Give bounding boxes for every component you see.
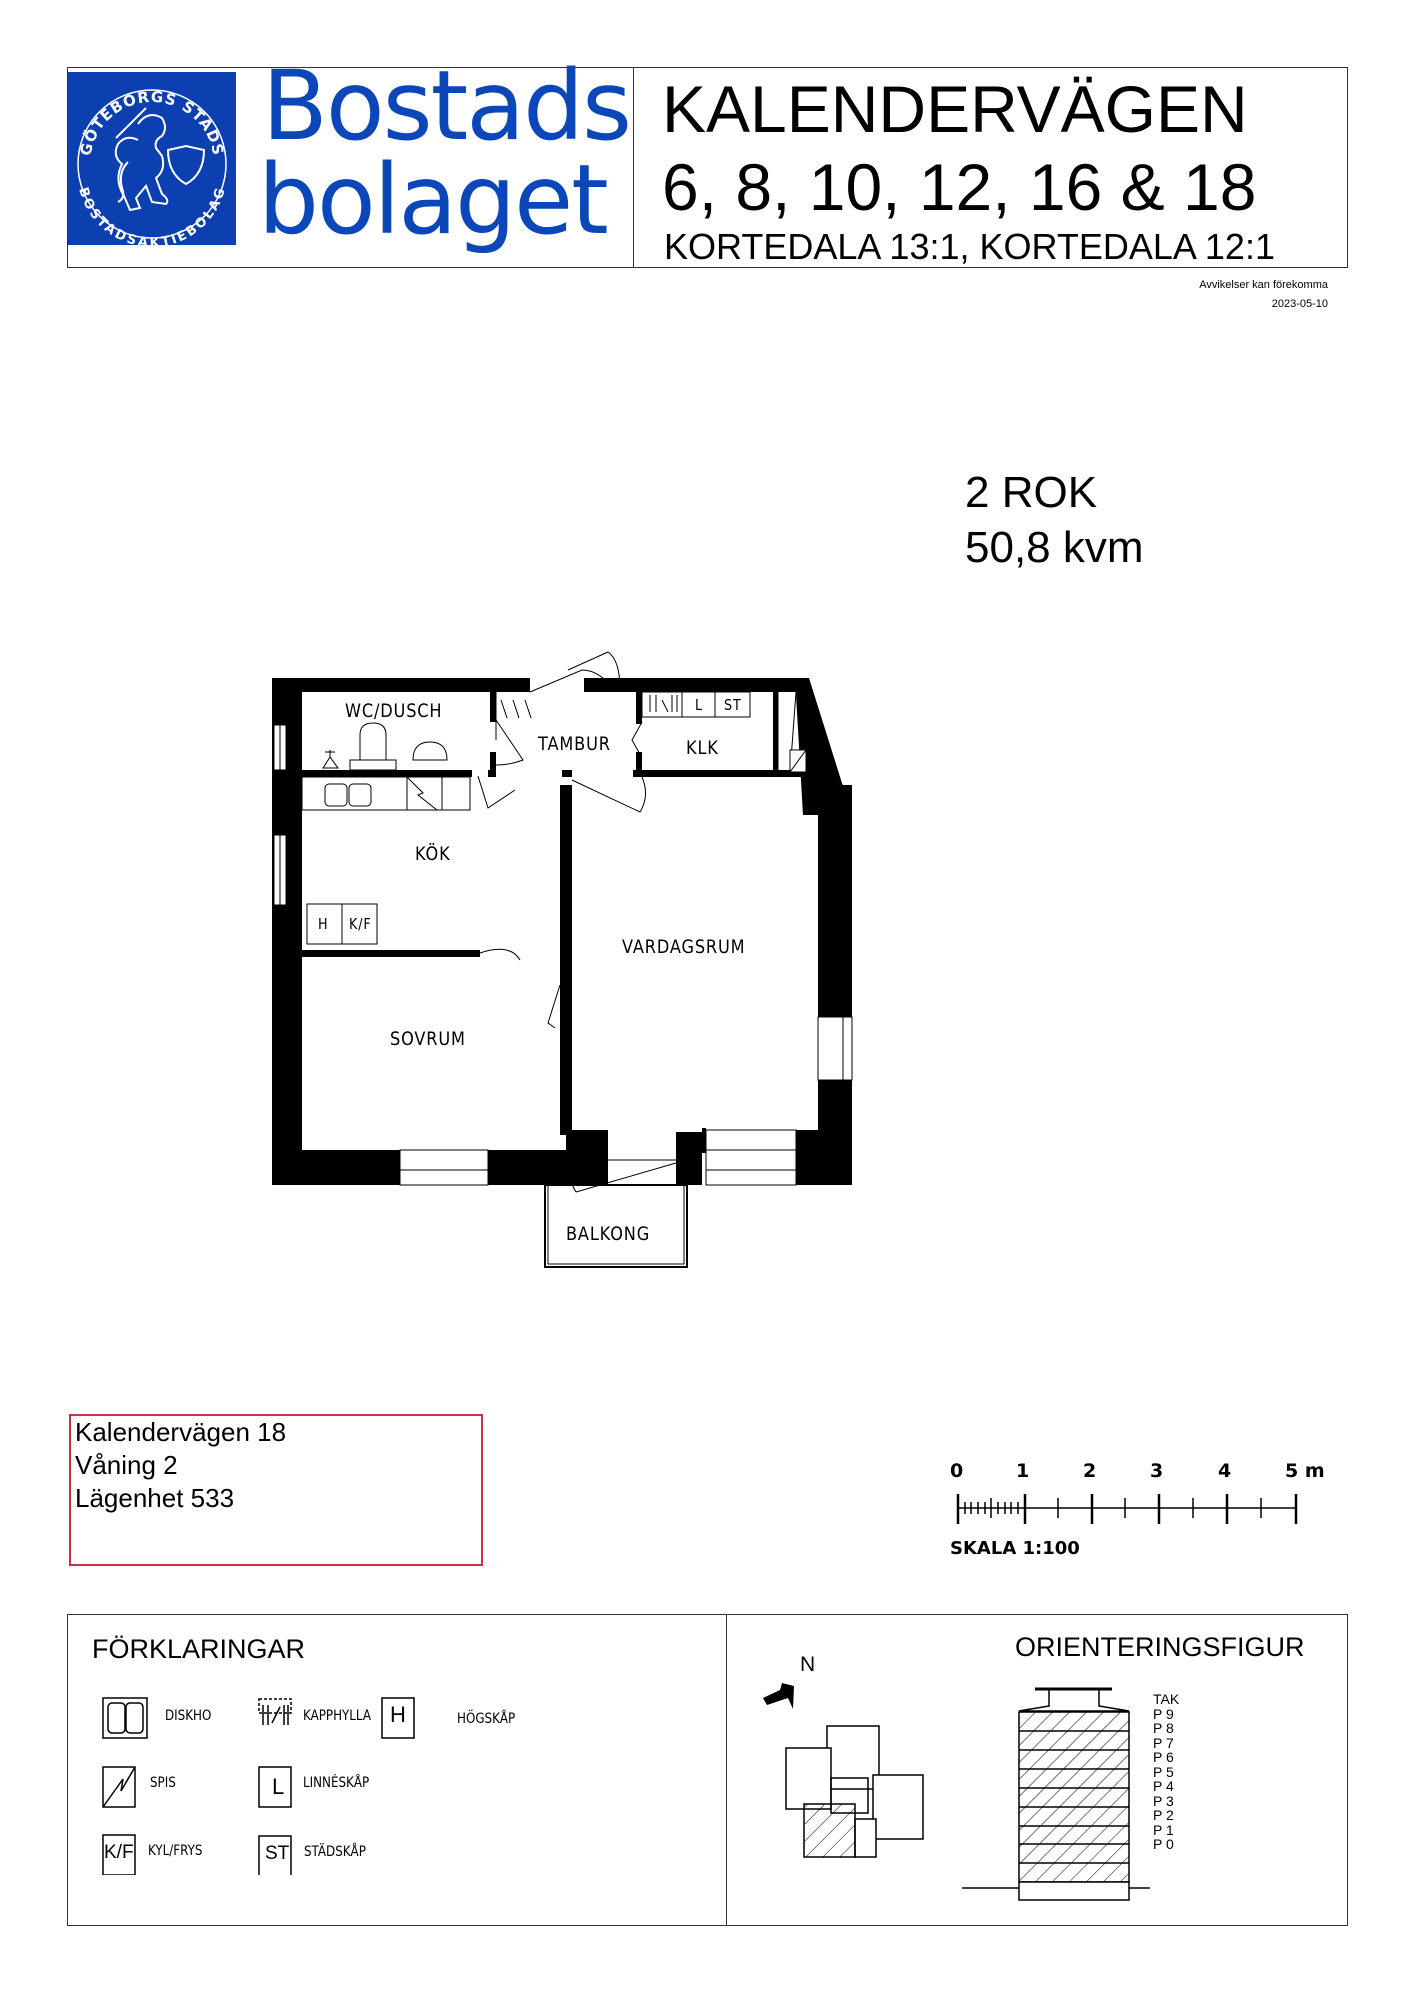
fixture-kf-label: K/F bbox=[349, 915, 372, 933]
floor-p0: P 0 bbox=[1153, 1836, 1174, 1852]
legend-title: FÖRKLARINGAR bbox=[92, 1634, 306, 1664]
street-numbers: 6, 8, 10, 12, 16 & 18 bbox=[662, 150, 1257, 224]
room-label-wc: WC/DUSCH bbox=[345, 700, 443, 722]
scale-bar: 0 1 2 3 4 5 m SKALA 1:100 bbox=[950, 1460, 1330, 1570]
scale-tick-5: 5 m bbox=[1285, 1460, 1325, 1482]
address-floor: Våning 2 bbox=[75, 1450, 178, 1480]
disclaimer-text: Avvikelser kan förekomma bbox=[1199, 279, 1328, 291]
date-text: 2023-05-10 bbox=[1271, 298, 1328, 310]
street-title: KALENDERVÄGEN bbox=[662, 72, 1248, 146]
legend-label-linneskap: LINNÉSKÅP bbox=[303, 1775, 370, 1791]
floor-plan: WC/DUSCH TAMBUR KLK KÖK VARDAGSRUM SOVRU… bbox=[272, 651, 853, 1268]
room-label-sovrum: SOVRUM bbox=[390, 1028, 466, 1050]
floor-p2: P 2 bbox=[1153, 1807, 1174, 1823]
room-label-klk: KLK bbox=[686, 737, 719, 759]
property-designation: KORTEDALA 13:1, KORTEDALA 12:1 bbox=[664, 226, 1275, 267]
apartment-area: 50,8 kvm bbox=[965, 523, 1144, 572]
legend-symbols bbox=[102, 1697, 415, 1875]
apartment-type: 2 ROK bbox=[965, 468, 1098, 517]
city-seal-logo-icon: GÖTEBORGS STADS BOSTADSAKTIEBOLAG bbox=[68, 72, 236, 251]
legend-label-spis: SPIS bbox=[150, 1775, 176, 1791]
scale-tick-3: 3 bbox=[1150, 1460, 1164, 1482]
address-street: Kalendervägen 18 bbox=[75, 1417, 287, 1447]
floor-p1: P 1 bbox=[1153, 1821, 1174, 1838]
floor-p4: P 4 bbox=[1153, 1778, 1174, 1794]
legend-label-kapphylla: KAPPHYLLA bbox=[303, 1708, 371, 1724]
floor-p3: P 3 bbox=[1153, 1792, 1174, 1809]
room-label-tambur: TAMBUR bbox=[538, 733, 611, 755]
scale-tick-4: 4 bbox=[1218, 1460, 1232, 1482]
header-frame bbox=[67, 67, 1348, 268]
room-label-vardagsrum: VARDAGSRUM bbox=[622, 936, 746, 958]
orientation-title: ORIENTERINGSFIGUR bbox=[1015, 1632, 1305, 1662]
fixture-h-label: H bbox=[318, 915, 329, 933]
north-label: N bbox=[800, 1653, 816, 1676]
floor-p8: P 8 bbox=[1153, 1720, 1174, 1736]
header-divider bbox=[633, 67, 634, 268]
floor-levels: TAK P 9 P 8 P 7 P 6 P 5 P 4 P 3 P 2 P 1 … bbox=[1153, 1692, 1179, 1852]
floor-tak: TAK bbox=[1153, 1691, 1180, 1707]
legend-st-symbol: ST bbox=[265, 1843, 290, 1864]
legend-h-symbol: H bbox=[390, 1702, 406, 1727]
scale-label: SKALA 1:100 bbox=[950, 1538, 1080, 1559]
address-box: Kalendervägen 18 Våning 2 Lägenhet 533 bbox=[69, 1414, 483, 1566]
north-arrow-icon bbox=[763, 1683, 794, 1709]
fixture-l-label: L bbox=[695, 696, 703, 714]
room-label-kok: KÖK bbox=[415, 843, 451, 865]
scale-tick-2: 2 bbox=[1083, 1460, 1097, 1482]
floor-p5: P 5 bbox=[1153, 1763, 1174, 1780]
logo-word-bolaget: bolaget bbox=[258, 144, 609, 256]
floor-p9: P 9 bbox=[1153, 1705, 1174, 1722]
address-unit: Lägenhet 533 bbox=[75, 1483, 235, 1513]
legend-label-diskho: DISKHO bbox=[165, 1708, 212, 1724]
legend-label-hogskap: HÖGSKÅP bbox=[457, 1711, 516, 1727]
bottom-panel-frame bbox=[67, 1614, 1348, 1926]
legend-kf-symbol: K/F bbox=[104, 1842, 134, 1863]
scale-tick-0: 0 bbox=[950, 1460, 964, 1482]
legend-label-stadskap: STÄDSKÅP bbox=[304, 1844, 366, 1860]
legend-l-symbol: L bbox=[272, 1774, 285, 1799]
orientation-figure bbox=[763, 1683, 1150, 1901]
legend-label-kylfrys: KYL/FRYS bbox=[148, 1843, 203, 1859]
floor-p7: P 7 bbox=[1153, 1734, 1174, 1751]
bottom-panel-divider bbox=[726, 1614, 727, 1926]
floor-p6: P 6 bbox=[1153, 1749, 1174, 1765]
fixture-st-label: ST bbox=[724, 696, 742, 714]
scale-tick-1: 1 bbox=[1016, 1460, 1030, 1482]
room-label-balkong: BALKONG bbox=[566, 1223, 651, 1245]
logo-word-bostads: Bostads bbox=[262, 50, 632, 162]
